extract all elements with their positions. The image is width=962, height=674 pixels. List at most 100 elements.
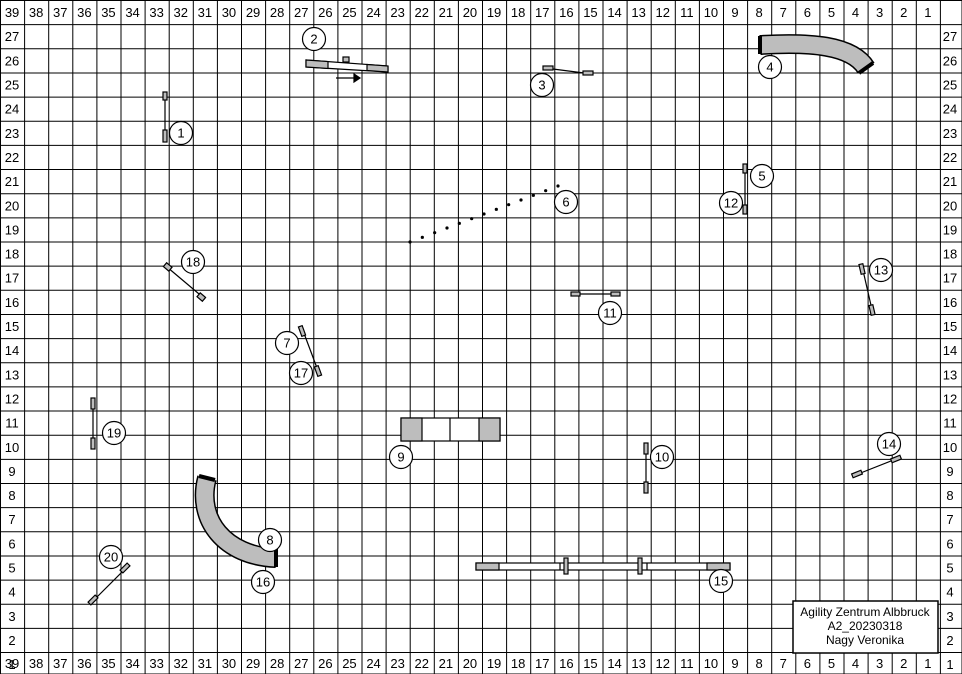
number-label: 16 <box>256 575 270 590</box>
jump-13[interactable] <box>858 262 876 317</box>
row-label-right: 2 <box>946 633 953 648</box>
number-circle <box>388 444 414 470</box>
column-label-top: 16 <box>559 5 573 20</box>
column-label-bottom: 25 <box>342 656 356 671</box>
seesaw-2[interactable] <box>305 56 389 84</box>
column-label-top: 10 <box>704 5 718 20</box>
jump-14[interactable] <box>850 454 903 479</box>
obstacle-number-19[interactable]: 19 <box>101 420 127 446</box>
obstacle-number-10[interactable]: 10 <box>649 444 675 470</box>
weave-pole <box>519 198 523 202</box>
row-label-left: 22 <box>5 150 19 165</box>
weave-pole <box>556 184 560 188</box>
row-label-left: 10 <box>5 440 19 455</box>
column-label-top: 29 <box>246 5 260 20</box>
obstacle-number-14[interactable]: 14 <box>876 431 902 457</box>
info-club: Agility Zentrum Albbruck <box>800 605 930 619</box>
column-label-bottom: 31 <box>198 656 212 671</box>
obstacle-number-2[interactable]: 2 <box>301 26 327 52</box>
number-circle <box>98 544 124 570</box>
number-circle <box>708 568 734 594</box>
weave-pole <box>457 221 461 225</box>
number-label: 14 <box>882 437 896 452</box>
jump-5-12[interactable] <box>742 163 748 215</box>
column-label-top: 2 <box>900 5 907 20</box>
row-label-left: 13 <box>5 367 19 382</box>
row-label-left: 8 <box>8 488 15 503</box>
number-circle <box>101 420 127 446</box>
number-label: 5 <box>758 169 765 184</box>
row-label-right: 27 <box>943 29 957 44</box>
number-label: 4 <box>766 60 773 75</box>
row-label-right: 4 <box>946 585 953 600</box>
jump-11[interactable] <box>570 291 621 297</box>
number-label: 10 <box>655 450 669 465</box>
row-label-right: 15 <box>943 319 957 334</box>
column-label-bottom: 11 <box>680 656 694 671</box>
jump-20[interactable] <box>87 562 131 606</box>
weave-pole <box>408 240 412 244</box>
jump-1[interactable] <box>162 91 168 143</box>
table-9[interactable] <box>400 417 501 442</box>
number-circle <box>168 120 194 146</box>
obstacle-number-16[interactable]: 16 <box>250 569 276 595</box>
column-label-bottom: 26 <box>318 656 332 671</box>
obstacle-number-13[interactable]: 13 <box>868 257 894 283</box>
jump-7-17[interactable] <box>297 324 323 378</box>
row-label-left: 24 <box>5 102 19 117</box>
column-label-top: 22 <box>415 5 429 20</box>
obstacle-number-6[interactable]: 6 <box>553 189 579 215</box>
info-judge: Nagy Veronika <box>826 633 904 647</box>
obstacle-number-7[interactable]: 7 <box>274 330 300 356</box>
column-label-bottom: 29 <box>246 656 260 671</box>
tunnel-8-16[interactable] <box>194 474 278 568</box>
column-label-top: 1 <box>924 5 931 20</box>
row-label-left: 21 <box>5 174 19 189</box>
column-label-bottom: 33 <box>149 656 163 671</box>
obstacle-number-15[interactable]: 15 <box>708 568 734 594</box>
obstacle-number-17[interactable]: 17 <box>288 360 314 386</box>
column-label-bottom: 37 <box>53 656 67 671</box>
obstacle-number-20[interactable]: 20 <box>98 544 124 570</box>
obstacle-number-3[interactable]: 3 <box>529 72 555 98</box>
column-label-top: 30 <box>222 5 236 20</box>
obstacle-number-12[interactable]: 12 <box>718 190 744 216</box>
column-label-top: 39 <box>5 5 19 20</box>
column-label-top: 6 <box>804 5 811 20</box>
row-label-right: 3 <box>946 609 953 624</box>
row-label-right: 17 <box>943 271 957 286</box>
column-label-bottom: 17 <box>535 656 549 671</box>
column-label-bottom: 19 <box>487 656 501 671</box>
number-circle <box>288 360 314 386</box>
row-label-left: 11 <box>5 416 19 431</box>
column-label-bottom: 18 <box>511 656 525 671</box>
weave-poles-6[interactable] <box>408 184 560 244</box>
obstacle-number-5[interactable]: 5 <box>749 163 775 189</box>
obstacle-number-18[interactable]: 18 <box>180 249 206 275</box>
jump-19[interactable] <box>90 397 96 450</box>
column-label-bottom: 6 <box>804 656 811 671</box>
column-label-bottom: 15 <box>583 656 597 671</box>
number-circle <box>757 54 783 80</box>
tunnel-4[interactable] <box>758 34 875 75</box>
obstacle-number-4[interactable]: 4 <box>757 54 783 80</box>
jump-3[interactable] <box>542 65 594 76</box>
column-label-top: 3 <box>876 5 883 20</box>
obstacle-number-1[interactable]: 1 <box>168 120 194 146</box>
column-label-top: 19 <box>487 5 501 20</box>
number-label: 19 <box>107 426 121 441</box>
jump-10[interactable] <box>643 442 649 494</box>
info-course-code: A2_20230318 <box>828 619 903 633</box>
column-label-top: 27 <box>294 5 308 20</box>
obstacle-number-11[interactable]: 11 <box>597 300 623 326</box>
column-label-top: 35 <box>101 5 115 20</box>
column-label-bottom: 14 <box>607 656 621 671</box>
dog-walk-15[interactable] <box>475 557 731 575</box>
row-label-right: 13 <box>943 367 957 382</box>
jump-18[interactable] <box>162 261 207 303</box>
obstacle-number-8[interactable]: 8 <box>257 527 283 553</box>
obstacle-number-9[interactable]: 9 <box>388 444 414 470</box>
column-label-top: 5 <box>828 5 835 20</box>
column-label-bottom: 7 <box>780 656 787 671</box>
